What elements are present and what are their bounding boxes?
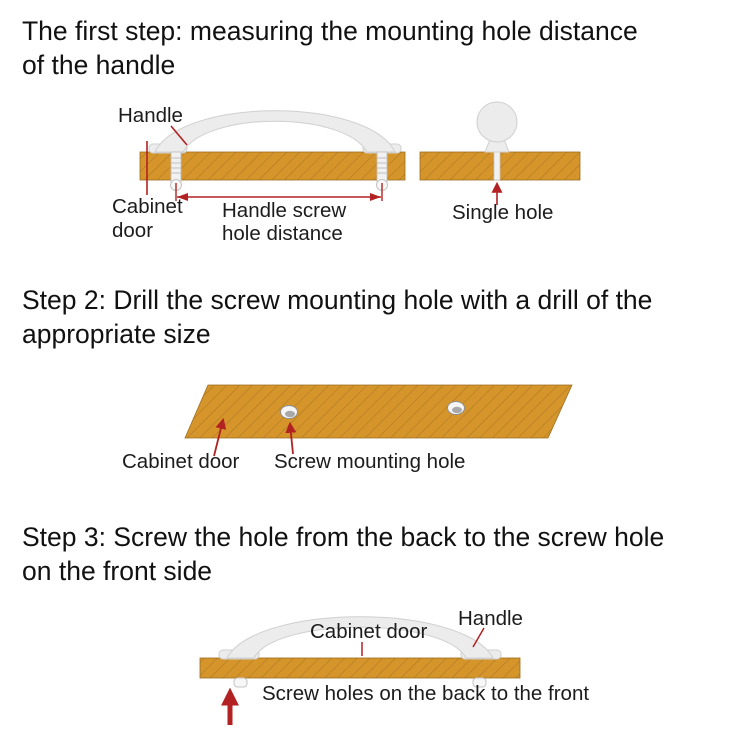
step3-title: Step 3: Screw the hole from the back to …: [22, 520, 664, 588]
step1-title: The first step: measuring the mounting h…: [22, 14, 638, 82]
screw-back-to-front-label: Screw holes on the back to the front: [262, 682, 589, 705]
right-screw-nut-icon: [472, 677, 487, 688]
step2-title-line1: Step 2: Drill the screw mounting hole wi…: [22, 285, 653, 315]
screw-distance-label-line2: hole distance: [222, 222, 343, 245]
step1-diagram: Handle Cabinet door Handle screw hole di…: [112, 101, 581, 245]
cabinet-door-board: [184, 384, 573, 439]
handle-label: Handle: [118, 104, 183, 127]
cabinet-door-board: [139, 151, 406, 181]
drilled-hole-left-icon: [280, 405, 298, 419]
handle-shape: [218, 616, 502, 660]
handle-pointer-line: [170, 125, 188, 146]
handle-label: Handle: [458, 607, 523, 630]
cabinet-door-label: Cabinet door: [122, 450, 240, 473]
drilled-hole-right-icon: [447, 401, 465, 415]
step2-title-line2: appropriate size: [22, 319, 211, 349]
handle-pointer-line: [472, 627, 485, 648]
single-hole-label: Single hole: [452, 201, 553, 224]
step3-title-line1: Step 3: Screw the hole from the back to …: [22, 522, 665, 552]
step3-diagram: Cabinet door Handle Screw holes on the b…: [199, 607, 589, 725]
cabinet-door-label-line2: door: [112, 219, 153, 242]
screw-hole-arrow: [285, 421, 297, 455]
dimension-line: [175, 183, 383, 201]
cabinet-door-label: Cabinet door: [310, 620, 428, 643]
step3-title-line2: on the front side: [22, 556, 213, 586]
screw-distance-label-line1: Handle screw: [222, 199, 346, 222]
handle-arch: [154, 110, 396, 153]
handle-arch: [226, 616, 494, 659]
left-screw-nut-icon: [233, 677, 248, 688]
cabinet-door-label-line1: Cabinet: [112, 195, 183, 218]
screw-mounting-hole-label: Screw mounting hole: [274, 450, 465, 473]
knob-shape: [476, 101, 518, 181]
cabinet-door-board: [199, 657, 521, 679]
step2-title: Step 2: Drill the screw mounting hole wi…: [22, 283, 652, 351]
step1-title-line1: The first step: measuring the mounting h…: [22, 16, 638, 46]
step2-diagram: Cabinet door Screw mounting hole: [122, 384, 573, 473]
step1-title-line2: of the handle: [22, 50, 176, 80]
cabinet-door-arrow: [213, 417, 227, 457]
handle-shape: [148, 110, 402, 154]
